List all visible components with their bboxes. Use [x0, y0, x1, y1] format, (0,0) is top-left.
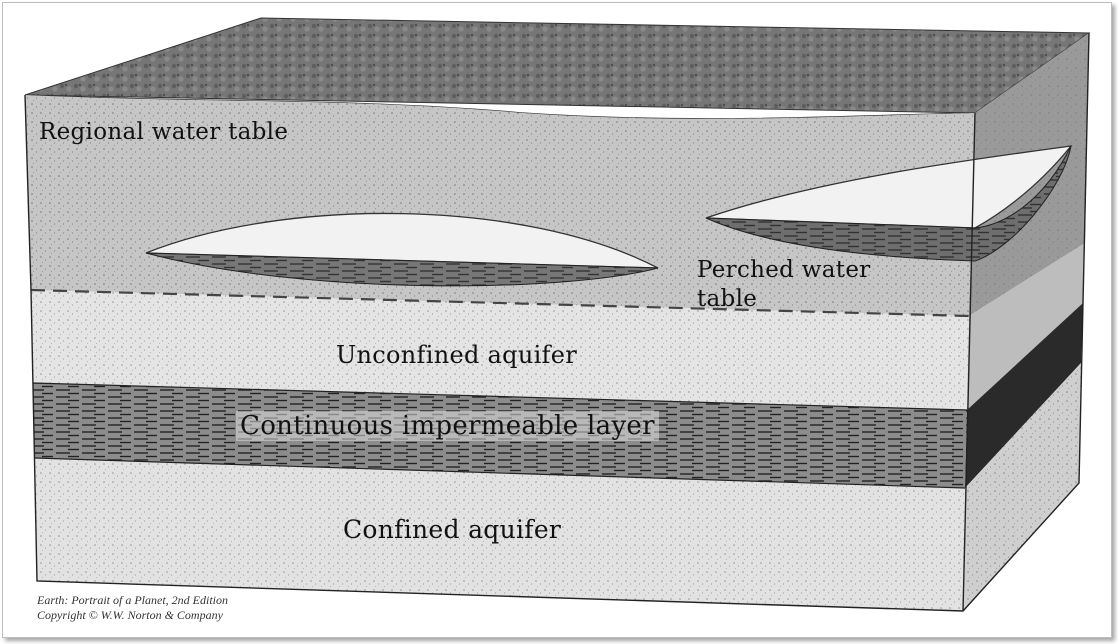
- perched-water-table-label-line1: Perched water: [697, 257, 871, 283]
- credit-line-2: Copyright © W.W. Norton & Company: [37, 608, 228, 623]
- perched-water-table-label-line2: table: [697, 286, 757, 312]
- confined-aquifer-label: Confined aquifer: [343, 515, 561, 544]
- unconfined-aquifer-label: Unconfined aquifer: [336, 341, 577, 369]
- copyright-credit: Earth: Portrait of a Planet, 2nd Edition…: [37, 593, 228, 623]
- ground-surface: [25, 18, 1089, 113]
- credit-line-1: Earth: Portrait of a Planet, 2nd Edition: [37, 593, 228, 608]
- regional-water-table-label: Regional water table: [39, 119, 288, 145]
- impermeable-layer-label: Continuous impermeable layer: [236, 411, 659, 441]
